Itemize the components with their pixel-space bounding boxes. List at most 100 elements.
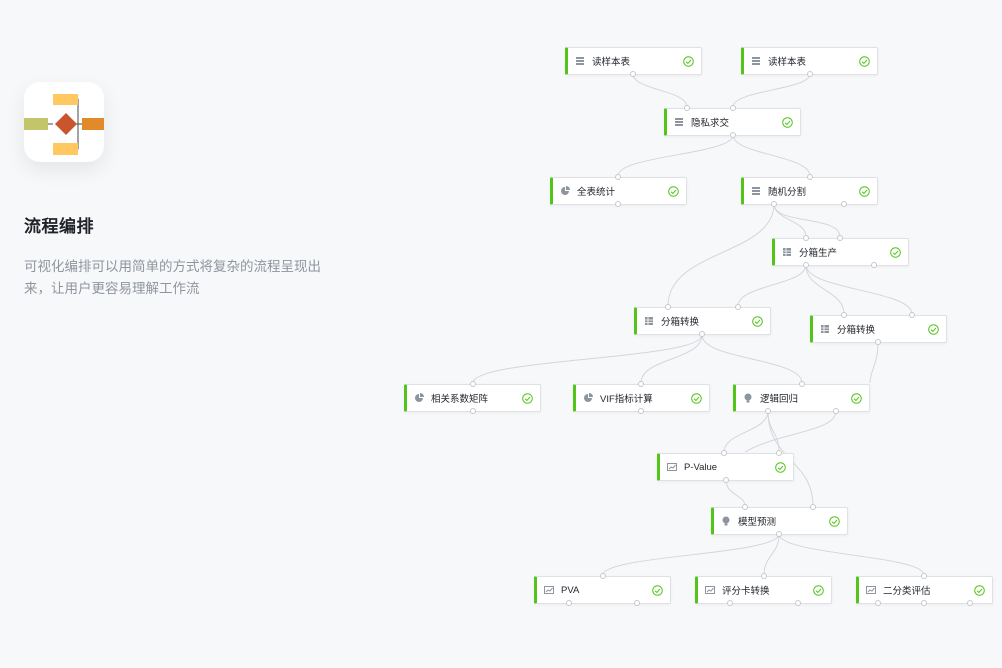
edge [805,264,845,315]
success-check-icon [928,323,939,335]
input-port[interactable] [921,573,927,579]
node-label: P-Value [684,461,718,473]
table-icon [751,186,761,196]
input-port[interactable] [810,504,816,510]
output-port[interactable] [470,408,476,414]
node-logistic-regression[interactable]: 逻辑回归 [733,384,870,412]
node-label: PVA [561,584,580,596]
node-label: 隐私求交 [691,118,730,129]
input-port[interactable] [909,312,915,318]
success-check-icon [890,246,901,258]
node-read-sample-table-1[interactable]: 读样本表 [565,47,702,75]
success-check-icon [691,392,702,404]
output-port[interactable] [765,408,771,414]
node-label: 分箱生产 [799,248,838,259]
output-port[interactable] [776,531,782,537]
input-port[interactable] [742,504,748,510]
success-check-icon [829,515,840,527]
node-binning-transform-2[interactable]: 分箱转换 [810,315,947,343]
input-port[interactable] [776,450,782,456]
line-chart-icon [544,585,554,595]
output-port[interactable] [795,600,801,606]
output-port[interactable] [630,71,636,77]
node-full-table-statistics[interactable]: 全表统计 [550,177,687,205]
line-chart-icon [667,462,677,472]
node-vif-calculation[interactable]: VIF指标计算 [573,384,710,412]
node-binning-transform-1[interactable]: 分箱转换 [634,307,771,335]
input-port[interactable] [470,381,476,387]
input-port[interactable] [807,174,813,180]
output-port[interactable] [841,201,847,207]
feature-description: 可视化编排可以用简单的方式将复杂的流程呈现出来，让用户更容易理解工作流 [24,259,321,296]
edge [763,533,780,576]
output-port[interactable] [771,201,777,207]
edge [732,73,811,108]
input-port[interactable] [665,304,671,310]
flow-orchestration-illustration-icon [24,82,104,162]
output-port[interactable] [833,408,839,414]
input-port[interactable] [841,312,847,318]
edge [667,203,775,307]
node-read-sample-table-2[interactable]: 读样本表 [741,47,878,75]
success-check-icon [859,55,870,67]
bulb-icon [743,393,753,403]
success-check-icon [974,584,985,596]
output-port[interactable] [723,477,729,483]
pie-chart-icon [414,393,424,403]
input-port[interactable] [684,105,690,111]
input-port[interactable] [799,381,805,387]
node-random-split[interactable]: 随机分割 [741,177,878,205]
output-port[interactable] [875,339,881,345]
edge [725,479,746,507]
feature-title: 流程编排 [24,217,94,236]
table-icon [674,117,684,127]
output-port[interactable] [566,600,572,606]
node-pva[interactable]: PVA [534,576,671,604]
success-check-icon [752,315,763,327]
output-port[interactable] [875,600,881,606]
input-port[interactable] [761,573,767,579]
output-port[interactable] [967,600,973,606]
input-port[interactable] [735,304,741,310]
grid-icon [820,324,830,334]
output-port[interactable] [921,600,927,606]
edge [778,533,925,576]
node-label: 二分类评估 [883,586,931,597]
output-port[interactable] [807,71,813,77]
input-port[interactable] [803,235,809,241]
output-port[interactable] [634,600,640,606]
node-label: 全表统计 [577,187,616,198]
input-port[interactable] [730,105,736,111]
input-port[interactable] [615,174,621,180]
node-binning-production[interactable]: 分箱生产 [772,238,909,266]
node-label: 模型预测 [738,517,777,528]
output-port[interactable] [727,600,733,606]
output-port[interactable] [730,132,736,138]
input-port[interactable] [837,235,843,241]
node-label: 随机分割 [768,187,807,198]
node-label: 评分卡转换 [722,586,770,597]
bulb-icon [721,516,731,526]
edge [773,203,807,238]
output-port[interactable] [638,408,644,414]
success-check-icon [522,392,533,404]
success-check-icon [859,185,870,197]
node-p-value[interactable]: P-Value [657,453,794,481]
output-port[interactable] [871,262,877,268]
input-port[interactable] [721,450,727,456]
input-port[interactable] [638,381,644,387]
output-port[interactable] [615,201,621,207]
line-chart-icon [866,585,876,595]
input-port[interactable] [600,573,606,579]
edge [701,334,803,384]
output-port[interactable] [699,331,705,337]
output-port[interactable] [803,262,809,268]
node-label: VIF指标计算 [600,394,653,405]
edge [767,410,780,453]
table-icon [751,56,761,66]
node-label: 读样本表 [768,57,807,68]
line-chart-icon [705,585,715,595]
success-check-icon [775,461,786,473]
node-scorecard-transform[interactable]: 评分卡转换 [695,576,832,604]
